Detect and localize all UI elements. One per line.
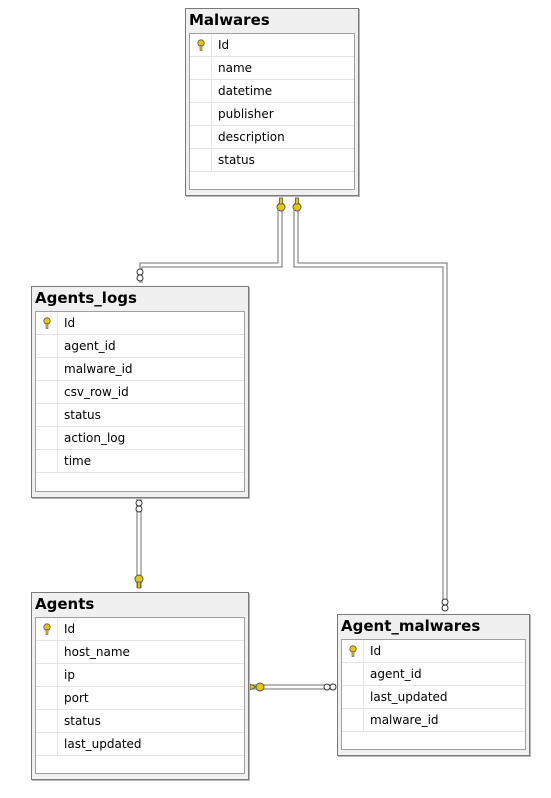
column-row[interactable]: publisher [190,103,354,126]
column-row[interactable]: datetime [190,80,354,103]
column-name: description [218,130,285,144]
table-agent-malwares[interactable]: Agent_malwares Id agent_id last_updated … [337,614,530,756]
column-name: agent_id [370,667,422,681]
column-row[interactable]: Id [190,34,354,57]
column-row[interactable]: last_updated [342,686,525,709]
column-row[interactable]: Id [36,618,244,641]
column-name: host_name [64,645,130,659]
infinity-icon [323,683,337,691]
rel-agentslogs-agents[interactable] [136,497,142,588]
rel-agentmalwares-agents[interactable] [250,684,336,690]
column-row[interactable]: action_log [36,427,244,450]
key-icon [249,682,265,692]
column-name: malware_id [370,713,439,727]
key-icon [276,197,286,212]
column-name: csv_row_id [64,385,129,399]
row-selector [342,663,364,685]
column-name: status [218,153,255,167]
column-name: ip [64,668,75,682]
table-malwares[interactable]: Malwares Id name datetime publisher desc… [185,8,359,196]
column-row[interactable]: malware_id [342,709,525,732]
row-selector [36,687,58,709]
row-selector [36,733,58,755]
column-name: last_updated [370,690,448,704]
table-agents-logs[interactable]: Agents_logs Id agent_id malware_id csv_r… [31,286,249,498]
column-name: Id [218,38,230,52]
column-row[interactable]: agent_id [342,663,525,686]
column-name: Id [64,622,76,636]
column-row[interactable]: description [190,126,354,149]
column-row[interactable]: status [36,404,244,427]
key-icon [36,312,58,334]
column-row[interactable]: last_updated [36,733,244,756]
row-selector [190,126,212,148]
row-selector [36,381,58,403]
row-selector [36,404,58,426]
column-row[interactable]: host_name [36,641,244,664]
row-selector [190,103,212,125]
row-selector [36,427,58,449]
row-selector [36,710,58,732]
table-columns: Id host_name ip port status last_updated [35,617,245,774]
column-name: status [64,408,101,422]
key-icon [342,640,364,662]
table-title: Agents_logs [35,289,137,307]
row-selector [342,709,364,731]
column-row[interactable]: Id [342,640,525,663]
column-name: Id [370,644,382,658]
column-row[interactable]: time [36,450,244,473]
table-columns: Id agent_id last_updated malware_id [341,639,526,750]
column-name: status [64,714,101,728]
rel-agentslogs-malwares[interactable] [139,205,283,283]
column-row[interactable]: malware_id [36,358,244,381]
column-row[interactable]: agent_id [36,335,244,358]
infinity-icon [136,268,144,282]
column-row[interactable]: ip [36,664,244,687]
column-row[interactable]: port [36,687,244,710]
table-title: Agents [35,595,95,613]
column-name: action_log [64,431,126,445]
table-columns: Id name datetime publisher description s… [189,33,355,190]
one-end-markers [134,197,302,692]
infinity-icon [441,598,449,612]
column-name: Id [64,316,76,330]
row-selector [342,686,364,708]
key-icon [292,197,302,212]
column-name: datetime [218,84,273,98]
column-name: agent_id [64,339,116,353]
table-agents[interactable]: Agents Id host_name ip port status last_… [31,592,249,780]
table-columns: Id agent_id malware_id csv_row_id status… [35,311,245,492]
infinity-icon [135,499,143,513]
many-end-markers [135,268,449,691]
column-name: last_updated [64,737,142,751]
rel-agentmalwares-malwares[interactable] [293,205,448,610]
key-icon [190,34,212,56]
column-name: name [218,61,253,75]
row-selector [190,80,212,102]
key-icon [36,618,58,640]
column-row[interactable]: Id [36,312,244,335]
row-selector [36,335,58,357]
row-selector [190,149,212,171]
column-row[interactable]: csv_row_id [36,381,244,404]
column-row[interactable]: status [36,710,244,733]
column-name: publisher [218,107,274,121]
key-icon [134,574,144,589]
column-row[interactable]: name [190,57,354,80]
column-name: time [64,454,92,468]
row-selector [36,358,58,380]
column-name: port [64,691,89,705]
row-selector [190,57,212,79]
row-selector [36,641,58,663]
row-selector [36,450,58,472]
table-title: Agent_malwares [341,617,481,635]
table-title: Malwares [189,11,270,29]
row-selector [36,664,58,686]
column-name: malware_id [64,362,133,376]
column-row[interactable]: status [190,149,354,172]
